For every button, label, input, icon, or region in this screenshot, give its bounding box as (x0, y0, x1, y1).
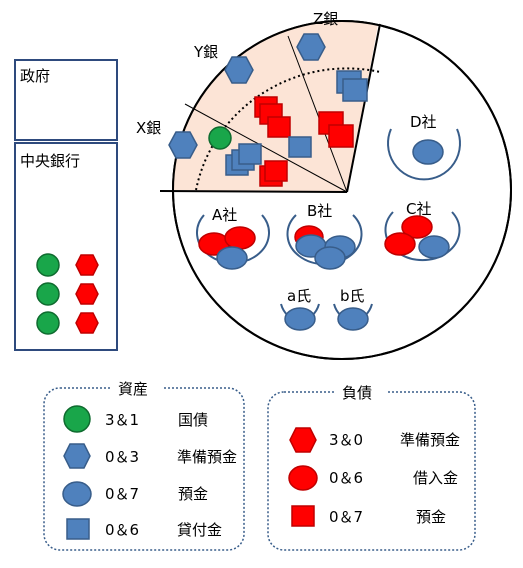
company-a-label: A社 (212, 206, 237, 224)
reserve-asset-icon (296, 33, 326, 61)
loan-icon (288, 136, 312, 158)
deposit-liability-icon (267, 116, 291, 138)
loan-icon (238, 143, 262, 165)
deposit-asset-icon (284, 307, 316, 331)
legend-liability-name: 借入金 (413, 469, 458, 487)
person-a: a氏 (280, 287, 320, 331)
legend-asset-name: 貸付金 (177, 521, 222, 539)
legend-liability-count: 0＆7 (329, 508, 363, 526)
company-c: C社 (384, 200, 461, 262)
legend-asset-name: 国債 (178, 411, 208, 429)
person-a-label: a氏 (287, 287, 311, 305)
legend-loan-liability-icon (288, 465, 318, 491)
legend-liability-name: 預金 (416, 508, 446, 526)
legend-govt-bond-icon (63, 405, 91, 433)
bank-z-label: Z銀 (313, 10, 338, 28)
legend-liability-name: 準備預金 (400, 431, 460, 449)
deposit-liability-icon (264, 160, 288, 182)
person-b-label: b氏 (340, 287, 365, 305)
legend-asset-count: 3＆1 (105, 411, 139, 429)
legend-deposit-liability-icon (291, 505, 315, 527)
deposit-liability-icon (328, 124, 354, 148)
legend-liabilities-title: 負債 (342, 384, 372, 402)
person-b: b氏 (333, 287, 373, 331)
loan-icon (342, 78, 368, 102)
deposit-asset-icon (412, 139, 444, 165)
reserve-liability-icon (75, 283, 99, 305)
legend-loan-icon (66, 518, 90, 540)
legend-assets: 資産 3＆1 国債 0＆3 準備預金 0＆7 預金 0＆6 貸付金 (43, 378, 245, 551)
central-bank-box: 中央銀行 (14, 142, 118, 351)
reserve-asset-icon (224, 56, 254, 84)
reserve-liability-icon (75, 254, 99, 276)
company-b-label: B社 (307, 202, 332, 220)
govt-bond-icon (36, 311, 60, 335)
govt-bond-icon (36, 253, 60, 277)
legend-assets-title: 資産 (118, 380, 148, 398)
company-d-label: D社 (410, 113, 437, 131)
bank-x-label: X銀 (136, 119, 161, 137)
legend-reserve-liability-icon (289, 427, 317, 453)
deposit-asset-icon (418, 235, 450, 259)
legend-asset-name: 準備預金 (177, 448, 237, 466)
loan-liability-icon (401, 215, 433, 239)
government-label: 政府 (20, 67, 50, 85)
bank-holdings (168, 33, 368, 187)
legend-reserve-asset-icon (63, 443, 91, 469)
company-d: D社 (387, 113, 461, 181)
legend-asset-count: 0＆3 (105, 448, 139, 466)
legend-asset-count: 0＆7 (105, 485, 139, 503)
government-box: 政府 (14, 59, 118, 141)
central-bank-label: 中央銀行 (20, 152, 80, 170)
deposit-asset-icon (337, 307, 369, 331)
legend-liabilities: 負債 3＆0 準備預金 0＆6 借入金 0＆7 預金 (267, 382, 476, 551)
legend-liability-count: 3＆0 (329, 431, 363, 449)
deposit-asset-icon (216, 246, 248, 270)
legend-deposit-asset-icon (62, 481, 92, 507)
deposit-asset-icon (314, 246, 346, 270)
reserve-liability-icon (75, 312, 99, 334)
company-c-label: C社 (406, 200, 431, 218)
loan-liability-icon (384, 232, 416, 256)
govt-bond-icon (36, 282, 60, 306)
company-a: A社 (196, 206, 270, 270)
bank-y-label: Y銀 (193, 43, 218, 61)
govt-bond-icon (208, 126, 232, 150)
loan-liability-icon (224, 226, 256, 250)
company-b: B社 (286, 202, 363, 270)
legend-liability-count: 0＆6 (329, 469, 363, 487)
reserve-asset-icon (168, 131, 198, 159)
legend-asset-count: 0＆6 (105, 521, 139, 539)
legend-asset-name: 預金 (178, 485, 208, 503)
banking-boundary-arc (195, 67, 381, 191)
